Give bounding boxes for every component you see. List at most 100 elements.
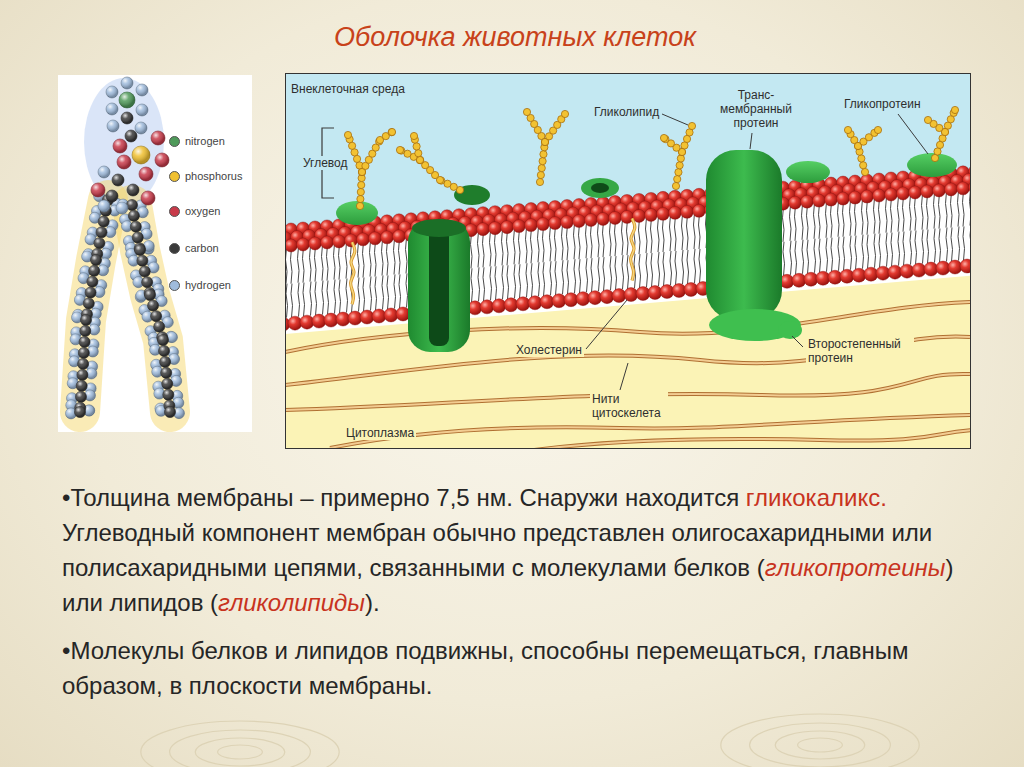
lipid-tail — [502, 229, 504, 265]
lipid-tail — [963, 191, 965, 227]
sugar-unit — [357, 188, 364, 195]
atom — [160, 356, 171, 367]
lipid-tail — [555, 225, 557, 261]
lipid-tail — [286, 284, 288, 318]
lipid-tail — [951, 192, 953, 228]
part-label: Цитоплазма — [344, 426, 416, 440]
atom-shine — [135, 245, 146, 256]
atom — [80, 325, 91, 336]
paragraph-text: •Молекулы белков и липидов подвижны, спо… — [62, 637, 909, 699]
sugar-link — [362, 132, 392, 172]
lipid-tail — [339, 280, 341, 314]
leader-line — [620, 363, 628, 390]
cholesterol-molecule — [351, 242, 355, 304]
lipid-tail — [670, 215, 672, 251]
lipid-head — [321, 236, 334, 249]
lipid-tail — [375, 241, 377, 277]
atom-shine — [116, 202, 128, 214]
atom — [145, 290, 156, 301]
lipid-tail — [562, 260, 564, 294]
lipid-tail — [519, 264, 521, 298]
filament-outline — [520, 430, 970, 448]
atom — [98, 200, 110, 212]
lipid-head — [345, 234, 358, 247]
atom — [78, 358, 89, 369]
lipid-tail — [550, 261, 552, 295]
lipid-head — [585, 213, 598, 226]
atom-shine — [106, 103, 118, 115]
lipid-tail — [694, 249, 696, 283]
glycoprotein-body — [907, 153, 957, 177]
filament-outline — [285, 337, 970, 385]
atom — [141, 191, 155, 205]
atom-shine — [91, 183, 105, 197]
lipid-tail — [807, 240, 809, 274]
atom-shine — [87, 276, 98, 287]
lipid-tail — [327, 245, 329, 281]
phospholipid-model — [58, 75, 252, 432]
sugar-unit — [660, 134, 667, 141]
lipid-tail — [514, 228, 516, 264]
sugar-unit — [348, 142, 355, 149]
lipid-tail — [694, 213, 696, 249]
lipid-head — [489, 222, 502, 235]
atom — [106, 190, 118, 202]
lipid-tail — [574, 259, 576, 293]
lipid-tail — [855, 200, 857, 236]
sugar-unit — [353, 155, 360, 162]
atom-shine — [145, 290, 156, 301]
atom-shine — [83, 298, 94, 309]
lipid-tail — [538, 226, 540, 262]
text-paragraph: •Молекулы белков и липидов подвижны, спо… — [62, 633, 974, 703]
atom — [112, 174, 124, 186]
atom-shine — [148, 300, 159, 311]
channel-cap — [412, 219, 466, 237]
atom — [91, 183, 105, 197]
lipid-tail — [610, 220, 612, 256]
legend-swatch — [169, 136, 180, 147]
atom-shine — [163, 389, 174, 400]
lipid-head — [357, 233, 370, 246]
atom — [89, 265, 100, 276]
lipid-tail — [591, 222, 593, 258]
lipid-head — [960, 259, 970, 273]
atom — [163, 389, 174, 400]
atom-shine — [158, 335, 169, 346]
lipid-tail — [915, 231, 917, 265]
lipid-tail — [562, 224, 564, 260]
part-label: Транс- мембранный протеин — [712, 88, 800, 130]
lipid-head — [969, 181, 971, 194]
atom-shine — [78, 347, 89, 358]
sugar-unit — [388, 129, 395, 136]
lipid-tail — [910, 195, 912, 231]
lipid-head — [873, 189, 886, 202]
lipid-tail — [550, 225, 552, 261]
lipid-tail — [891, 197, 893, 233]
sugar-unit — [561, 110, 568, 117]
lipid-tail — [598, 221, 600, 257]
sugar-unit — [677, 155, 684, 162]
lipid-head — [525, 219, 538, 232]
sugar-unit — [672, 182, 679, 189]
part-label: Нити цитоскелета — [590, 392, 668, 420]
lipid-tail — [394, 238, 396, 274]
lipid-tail — [927, 230, 929, 264]
atom-shine — [76, 380, 87, 391]
atom — [151, 131, 165, 145]
lipid-tail — [783, 206, 785, 242]
atom — [151, 311, 162, 322]
atom — [76, 380, 87, 391]
sugar-unit — [539, 158, 546, 165]
atom-shine — [139, 266, 150, 277]
surface-protein — [581, 178, 619, 198]
protein-core — [591, 183, 609, 193]
atom-shine — [127, 184, 139, 196]
cholesterol-molecule — [631, 219, 635, 281]
lipid-tail — [327, 281, 329, 315]
lipid-tail — [891, 233, 893, 267]
lipid-head — [825, 193, 838, 206]
lipid-tail — [574, 223, 576, 259]
lipid-tail — [651, 217, 653, 253]
lipid-tail — [939, 193, 941, 229]
atom — [85, 287, 96, 298]
